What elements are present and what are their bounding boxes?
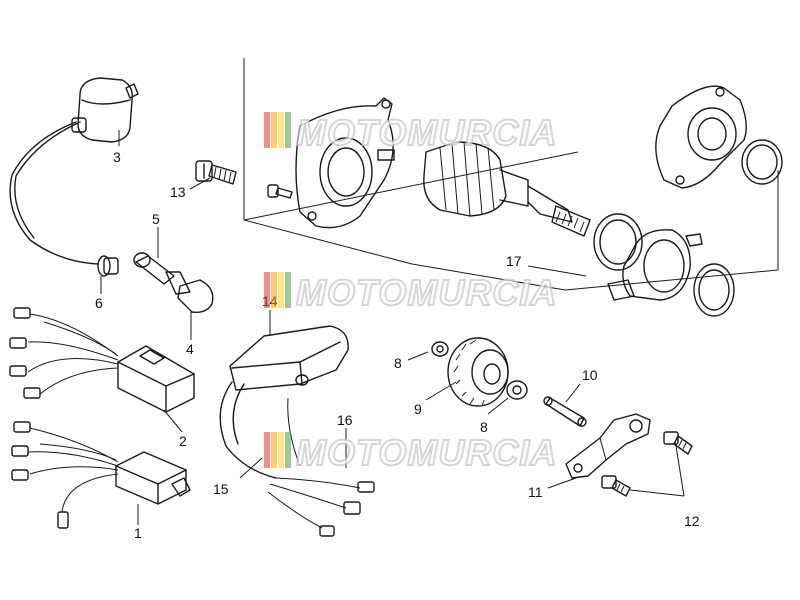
bracket-bolts — [601, 431, 693, 497]
watermark-middle: MOTOMURCIA — [264, 271, 557, 314]
washer-lower — [506, 380, 528, 400]
callout-2: 2 — [179, 433, 187, 449]
starter-end-cover — [295, 97, 395, 229]
callout-4: 4 — [186, 341, 194, 357]
watermark-text: MOTOMURCIA — [296, 272, 557, 313]
callout-13: 13 — [170, 184, 186, 200]
callout-6: 6 — [95, 295, 103, 311]
watermark-text: MOTOMURCIA — [296, 112, 557, 153]
callout-1: 1 — [134, 525, 142, 541]
callout-3: 3 — [113, 149, 121, 165]
watermark-top: MOTOMURCIA — [264, 111, 557, 154]
watermark-text: MOTOMURCIA — [296, 432, 557, 473]
callout-8-lower: 8 — [480, 419, 488, 435]
cdi-unit-upper — [9, 307, 195, 413]
gear-shaft-pin — [543, 396, 587, 427]
starter-bracket — [565, 413, 651, 479]
callout-11: 11 — [528, 484, 543, 500]
callout-10: 10 — [582, 367, 598, 383]
callout-15: 15 — [213, 481, 229, 497]
callout-labels: 3 13 5 6 4 2 1 14 15 16 17 8 9 8 10 11 1… — [95, 149, 700, 541]
washer-upper — [431, 341, 449, 357]
spark-plug — [177, 279, 214, 314]
starter-drive-flange — [655, 85, 783, 189]
starter-screws — [195, 160, 293, 199]
callout-12: 12 — [684, 513, 700, 529]
callout-16: 16 — [337, 412, 353, 428]
cdi-unit-lower — [11, 421, 191, 529]
voltage-regulator — [219, 325, 375, 537]
callout-17: 17 — [506, 253, 522, 269]
starter-armature — [423, 141, 591, 237]
watermark-bottom: MOTOMURCIA — [264, 431, 557, 474]
callout-5: 5 — [152, 211, 160, 227]
leader-lines — [100, 130, 685, 525]
ignition-coil — [9, 77, 139, 277]
callout-9: 9 — [414, 401, 422, 417]
starter-gear — [447, 337, 509, 407]
starter-seal-kit — [593, 213, 735, 317]
spark-plug-cap — [133, 252, 191, 295]
callout-8-upper: 8 — [394, 355, 402, 371]
